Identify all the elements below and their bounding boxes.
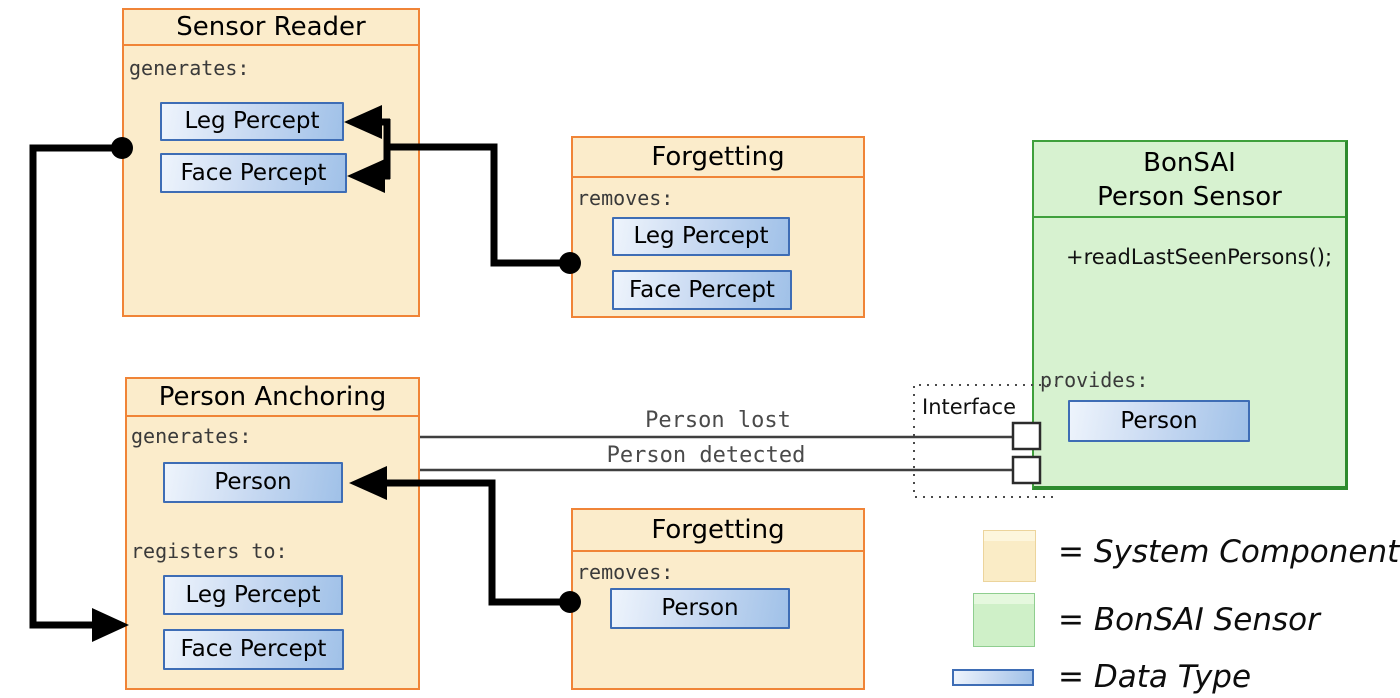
forgetting-bottom-section-label: removes: [577, 560, 674, 584]
data-type-chip: Person [610, 588, 790, 629]
person-anchoring-box: Person Anchoring generates: Person regis… [125, 377, 420, 690]
person-detected-label: Person detected [606, 443, 806, 468]
forgetting-top-title: Forgetting [573, 138, 863, 178]
bonsai-title-line1: BonSAI [1143, 148, 1236, 178]
bonsai-title-line2: Person Sensor [1097, 182, 1282, 212]
legend-swatch-system-component [983, 530, 1036, 582]
legend-swatch-bonsai-sensor [973, 593, 1035, 647]
forgetting-top-box: Forgetting removes: Leg Percept Face Per… [571, 136, 865, 318]
person-anchoring-title: Person Anchoring [127, 379, 418, 417]
data-type-chip: Face Percept [163, 629, 344, 670]
bonsai-method-signature: +readLastSeenPersons(); [1066, 245, 1333, 269]
legend-label-data-type: = Data Type [1058, 659, 1252, 695]
person-lost-label: Person lost [645, 408, 791, 433]
interface-label: Interface [922, 395, 1017, 419]
bonsai-provides-label: provides: [1040, 368, 1149, 392]
data-type-chip: Face Percept [160, 153, 347, 193]
data-type-chip: Person [163, 462, 343, 503]
sensor-reader-section-label: generates: [129, 56, 250, 80]
legend-label-bonsai-sensor: = BonSAI Sensor [1058, 602, 1320, 638]
sensor-reader-box: Sensor Reader generates: Leg Percept Fac… [122, 8, 420, 317]
bonsai-person-sensor-box: BonSAI Person Sensor +readLastSeenPerson… [1032, 140, 1348, 490]
legend-label-system-component: = System Component [1058, 534, 1400, 570]
data-type-chip: Leg Percept [160, 102, 344, 141]
data-type-chip: Person [1068, 400, 1250, 442]
bonsai-person-sensor-title: BonSAI Person Sensor [1034, 142, 1345, 218]
data-type-chip: Face Percept [612, 270, 792, 310]
forgetting-bottom-box: Forgetting removes: Person [571, 508, 865, 690]
data-type-chip: Leg Percept [612, 217, 790, 256]
connector-sensorreader-to-personanchoring [29, 144, 122, 629]
forgetting-bottom-title: Forgetting [573, 510, 863, 552]
person-anchoring-generates-label: generates: [131, 424, 252, 448]
legend-swatch-data-type [952, 669, 1034, 686]
forgetting-top-section-label: removes: [577, 186, 674, 210]
person-anchoring-registers-label: registers to: [131, 539, 288, 563]
data-type-chip: Leg Percept [163, 575, 343, 615]
arrowhead-into-person-anchoring [92, 608, 129, 642]
sensor-reader-title: Sensor Reader [124, 10, 418, 46]
